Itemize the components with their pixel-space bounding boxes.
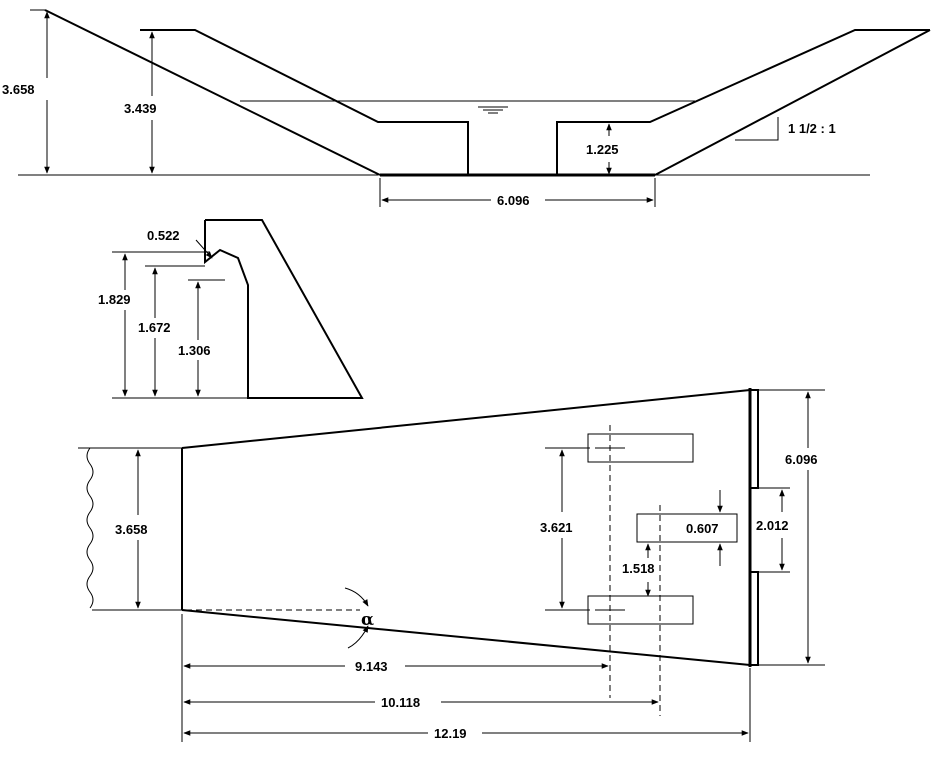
angle-arrow-lower [347,625,369,649]
break-line [86,447,94,609]
left-outer-slope [44,9,381,176]
angle-symbol: α [361,610,374,630]
block-spacing-label: 3.621 [540,520,573,535]
dim-outlet-width: 6.096 [758,389,825,666]
dim-inlet-width: 3.658 [115,449,148,609]
length-second-row-label: 10.118 [381,695,420,710]
mid-height-label: 1.672 [138,320,171,335]
bottom-width-label: 6.096 [497,193,530,208]
slot-width-label: 2.012 [756,518,789,533]
baffle-block-2 [636,513,738,543]
right-lining [556,29,930,175]
outlet-width-label: 6.096 [785,452,818,467]
dim-total-height: 3.658 [2,9,50,174]
dim-bottom-width: 6.096 [379,178,656,208]
total-height-label: 3.658 [2,82,35,97]
dim-block-width: 0.607 [686,490,730,566]
lip-label: 0.522 [147,228,180,243]
dim-lip: 0.522 [147,228,213,259]
dim-total-length: 12.19 [183,668,751,742]
water-depth-label: 3.439 [124,101,157,116]
dim-mid-height: 1.672 [138,267,171,397]
plan-view: 3.658 6.096 2.012 3.621 1.518 [78,388,825,742]
block-height-label: 1.225 [586,142,619,157]
slope-triangle [735,117,779,141]
angle-arrow-upper [344,587,369,607]
block-offset-label: 1.518 [622,561,655,576]
crest-height-label: 1.829 [98,292,131,307]
dim-slot-width: 2.012 [756,487,790,573]
dim-length-first-row: 9.143 [181,614,609,742]
cross-section: 3.658 3.439 1.225 6.096 1 1/2 : 1 [2,9,931,208]
dim-block-offset: 1.518 [622,543,655,597]
angle-indicator: α [344,587,374,649]
weir-profile: 1.829 1.672 1.306 0.522 [98,219,364,399]
low-height-label: 1.306 [178,343,211,358]
weir-outline [204,219,364,399]
dim-crest-height: 1.829 [98,253,131,397]
dim-length-second-row: 10.118 [183,695,659,710]
length-first-row-label: 9.143 [355,659,388,674]
dim-low-height: 1.306 [178,281,211,397]
dim-block-spacing: 3.621 [540,447,590,611]
left-lining [140,29,469,175]
slope-label: 1 1/2 : 1 [788,121,836,136]
top-wall [181,389,751,449]
dim-block-height: 1.225 [586,123,619,175]
slope-indicator: 1 1/2 : 1 [735,117,836,141]
dim-water-depth: 3.439 [124,29,162,174]
outlet-lower-wall [750,571,759,666]
inlet-width-label: 3.658 [115,522,148,537]
block-width-label: 0.607 [686,521,719,536]
total-length-label: 12.19 [434,726,467,741]
outlet-upper-wall [750,389,759,489]
bottom-wall [181,609,751,666]
right-outer-slope [654,29,931,176]
